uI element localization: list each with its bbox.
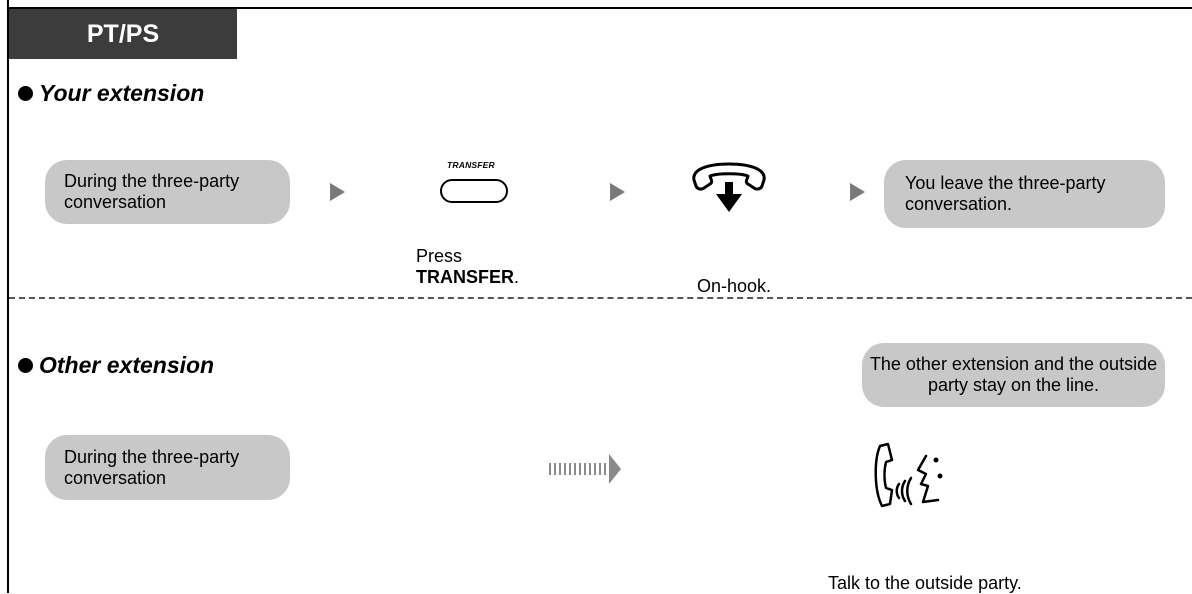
arrow-right-icon bbox=[610, 183, 625, 201]
talk-icon bbox=[874, 442, 943, 508]
your-extension-heading: Your extension bbox=[18, 80, 204, 107]
talk-caption: Talk to the outside party. bbox=[828, 573, 1022, 593]
other-result-pill: The other extension and the outside part… bbox=[862, 343, 1165, 407]
section-divider bbox=[9, 297, 1192, 299]
other-start-text: During the three-party conversation bbox=[64, 446, 240, 488]
arrow-right-icon bbox=[330, 183, 345, 201]
your-result-text: You leave the three-party conversation. bbox=[905, 173, 1106, 214]
tab-label: PT/PS bbox=[86, 19, 160, 48]
frame-top-border bbox=[7, 7, 1192, 9]
on-hook-caption: On-hook. bbox=[697, 276, 772, 296]
caption-period: . bbox=[514, 267, 520, 287]
your-extension-heading-text: Your extension bbox=[39, 80, 205, 106]
other-result-text: The other extension and the outside part… bbox=[869, 354, 1158, 395]
bullet-icon bbox=[18, 358, 33, 373]
other-start-pill: During the three-party conversation bbox=[45, 435, 290, 500]
press-text: Press bbox=[416, 246, 463, 266]
your-start-text: During the three-party conversation bbox=[64, 171, 240, 212]
dotted-arrow-icon bbox=[549, 454, 621, 484]
arrow-right-icon bbox=[850, 183, 865, 201]
frame-left-border bbox=[7, 0, 9, 593]
transfer-key-label: TRANSFER bbox=[447, 160, 495, 170]
transfer-key-icon bbox=[440, 179, 508, 203]
other-extension-heading-text: Other extension bbox=[39, 352, 215, 378]
press-transfer-caption: Press TRANSFER. bbox=[416, 246, 519, 288]
other-extension-heading: Other extension bbox=[18, 352, 214, 379]
your-start-pill: During the three-party conversation bbox=[45, 160, 290, 224]
your-result-pill: You leave the three-party conversation. bbox=[884, 160, 1165, 228]
bullet-icon bbox=[18, 86, 33, 101]
on-hook-icon bbox=[692, 162, 766, 212]
transfer-key-name: TRANSFER bbox=[416, 267, 514, 287]
pt-ps-tab: PT/PS bbox=[9, 9, 237, 59]
